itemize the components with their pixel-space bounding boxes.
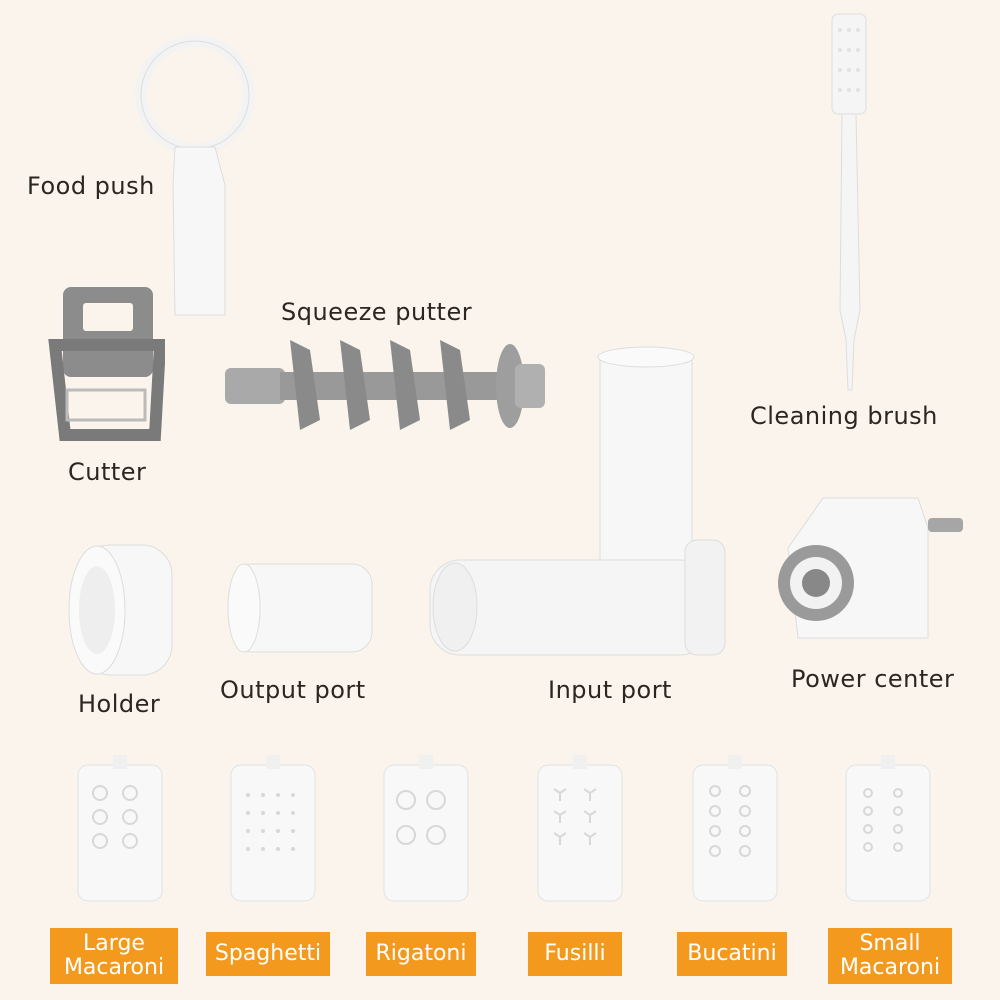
tag-large-macaroni-line1: Large — [83, 930, 145, 956]
tag-spaghetti: Spaghetti — [206, 932, 330, 976]
tag-spaghetti-label: Spaghetti — [214, 940, 322, 966]
squeeze-putter-image — [225, 340, 545, 430]
disc-rigatoni-image — [383, 755, 469, 902]
tag-bucatini-label: Bucatini — [687, 940, 777, 966]
tag-small-macaroni: Small Macaroni — [828, 928, 952, 984]
disc-small-macaroni-image — [845, 755, 931, 902]
tag-small-macaroni-line2: Macaroni — [839, 955, 941, 980]
tag-fusilli-label: Fusilli — [544, 940, 606, 966]
disc-fusilli-image — [537, 755, 623, 902]
disc-large-macaroni-image — [77, 755, 163, 902]
power-center-image — [778, 497, 963, 639]
squeeze-putter-label: Squeeze putter — [281, 298, 473, 326]
tag-bucatini: Bucatini — [677, 932, 787, 976]
cutter-label: Cutter — [68, 458, 147, 486]
tag-rigatoni-label: Rigatoni — [375, 940, 467, 966]
food-push-label: Food push — [27, 172, 155, 200]
cleaning-brush-image — [831, 13, 867, 391]
power-center-label: Power center — [791, 665, 955, 693]
input-port-image — [429, 346, 726, 656]
tag-large-macaroni-line2: Macaroni — [63, 955, 165, 980]
cutter-image — [48, 287, 165, 441]
disc-bucatini-image — [692, 755, 778, 902]
tag-small-macaroni-line1: Small — [859, 930, 921, 956]
holder-image — [68, 544, 173, 676]
tag-fusilli: Fusilli — [528, 932, 622, 976]
output-port-image — [227, 563, 373, 653]
input-port-label: Input port — [548, 676, 672, 704]
cleaning-brush-label: Cleaning brush — [750, 402, 938, 430]
output-port-label: Output port — [220, 676, 366, 704]
tag-large-macaroni: Large Macaroni — [50, 928, 178, 984]
holder-label: Holder — [78, 690, 161, 718]
tag-rigatoni: Rigatoni — [366, 932, 476, 976]
disc-spaghetti-image — [230, 755, 316, 902]
food-push-image — [135, 35, 255, 316]
